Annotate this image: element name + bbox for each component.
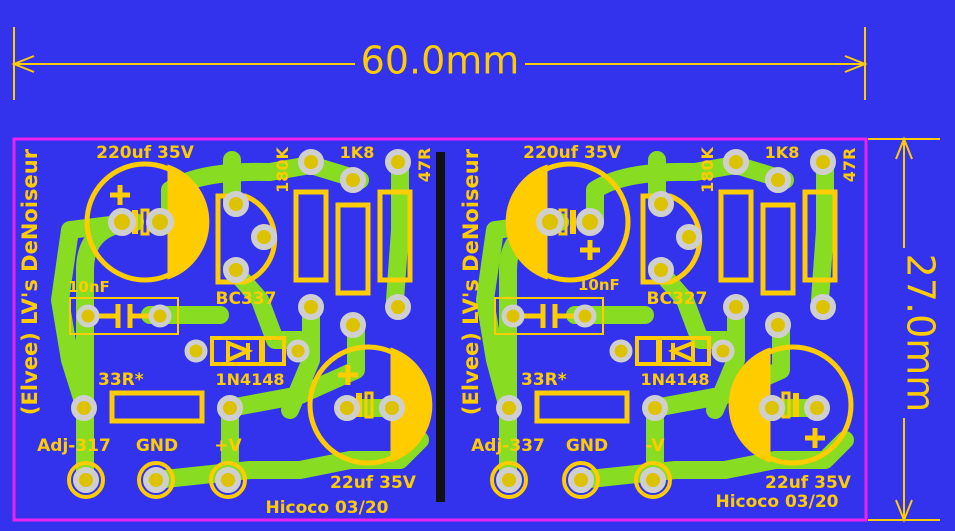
- right-pad: [496, 395, 522, 421]
- left-pad: [148, 304, 172, 328]
- right-pad: [576, 208, 604, 236]
- right-pad: [759, 395, 785, 421]
- right-pad: [648, 257, 674, 283]
- right-board: (Elvee) LV's DeNoiseur 220uf 35V 180K 1K…: [459, 143, 859, 512]
- left-pad: [251, 224, 277, 250]
- right-pad: [804, 395, 830, 421]
- left-pin2-label: GND: [136, 436, 178, 456]
- left-pad: [184, 339, 208, 363]
- left-resistor-33r: [109, 390, 205, 424]
- left-pad: [108, 208, 136, 236]
- right-res2-label: 1K8: [765, 143, 800, 162]
- width-dimension-label: 60.0mm: [361, 39, 520, 83]
- left-board: (Elvee) LV's DeNoiseur 220uf 35V 180K 1K…: [18, 143, 434, 518]
- right-output-pins: [490, 461, 672, 499]
- left-pad: [217, 395, 243, 421]
- right-pad: [573, 304, 597, 328]
- left-cap-out-label: 22uf 35V: [330, 473, 417, 493]
- left-pad: [223, 191, 249, 217]
- right-cap-large-label: 220uf 35V: [523, 143, 622, 163]
- left-cap-small-label: 10nF: [68, 278, 110, 296]
- right-transistor-label: BC327: [647, 289, 708, 309]
- left-cap-22uf: [307, 344, 433, 466]
- right-cap-out-label: 22uf 35V: [765, 473, 852, 493]
- right-resistor-33r: [534, 390, 630, 424]
- left-vertical-title: (Elvee) LV's DeNoiseur: [18, 148, 42, 415]
- right-resistors: [718, 189, 838, 296]
- left-transistor-label: BC337: [216, 289, 277, 309]
- left-resistor-pads: [298, 149, 411, 338]
- left-pad: [223, 257, 249, 283]
- right-res1-label: 180K: [698, 147, 717, 193]
- left-pad: [334, 395, 360, 421]
- left-pad: [76, 304, 100, 328]
- width-dimension: [11, 27, 868, 100]
- left-footer: Hicoco 03/20: [265, 498, 388, 518]
- left-cap-large-label: 220uf 35V: [96, 143, 195, 163]
- left-diode-1n4148: [210, 336, 286, 366]
- right-cap-220uf: [505, 161, 631, 283]
- left-cap-10nf-box: [69, 297, 179, 335]
- height-dimension-label: 27.0mm: [899, 254, 943, 413]
- right-vertical-title: (Elvee) LV's DeNoiseur: [459, 148, 483, 415]
- left-res2-label: 1K8: [340, 143, 375, 162]
- right-pad: [609, 339, 633, 363]
- right-pad: [536, 208, 564, 236]
- right-pin2-label: GND: [566, 436, 608, 456]
- board-separator: [436, 152, 445, 502]
- right-pad: [642, 395, 668, 421]
- right-pin1-label: Adj-337: [471, 436, 545, 456]
- left-pad: [286, 339, 310, 363]
- right-pad: [501, 304, 525, 328]
- right-pad: [648, 191, 674, 217]
- left-output-pins: [67, 461, 247, 499]
- right-res3-label: 47R: [840, 148, 859, 183]
- right-cap-10nf-box: [494, 297, 604, 335]
- height-dimension: [868, 136, 940, 523]
- left-resistors: [293, 189, 413, 296]
- left-res1-label: 180K: [273, 147, 292, 193]
- left-diode-label: 1N4148: [215, 370, 284, 389]
- left-pin1-label: Adj-317: [37, 436, 111, 456]
- right-pin3-label: -V: [646, 436, 666, 456]
- left-res-33-label: 33R*: [98, 370, 144, 390]
- board-outline: [12, 137, 868, 522]
- right-diode-1n4148: [635, 336, 711, 366]
- right-pad: [711, 339, 735, 363]
- left-pad: [71, 395, 97, 421]
- right-resistor-pads: [723, 149, 836, 338]
- right-res-33-label: 33R*: [521, 370, 567, 390]
- right-diode-label: 1N4148: [640, 370, 709, 389]
- right-pad: [676, 224, 702, 250]
- left-pad: [146, 208, 174, 236]
- left-pad: [379, 395, 405, 421]
- right-footer: Hicoco 03/20: [715, 492, 838, 512]
- right-cap-small-label: 10nF: [578, 276, 620, 294]
- left-pin3-label: +V: [214, 436, 242, 456]
- left-res3-label: 47R: [415, 148, 434, 183]
- right-cap-22uf: [728, 344, 854, 466]
